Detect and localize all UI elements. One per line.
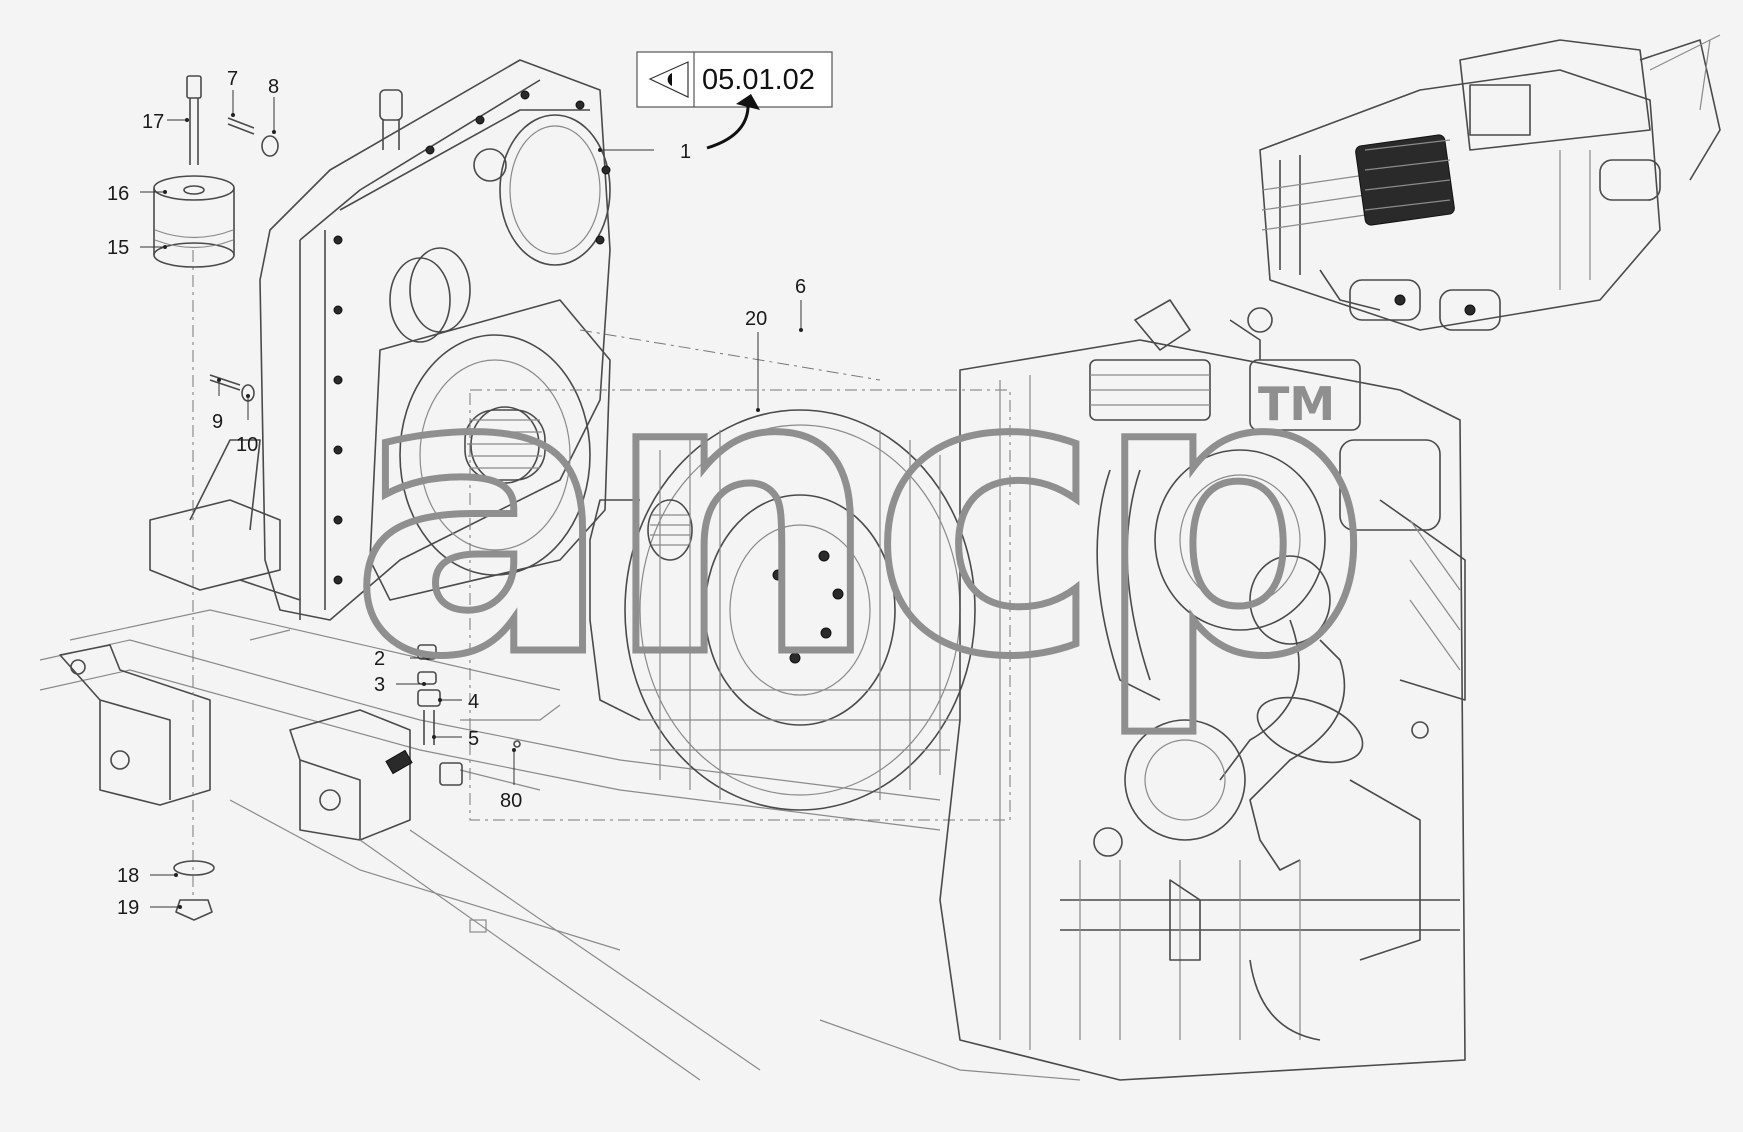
- callout-16: 16: [107, 183, 129, 205]
- reference-tag[interactable]: 05.01.02: [636, 51, 833, 108]
- diesel-engine: [939, 299, 1466, 1081]
- callout-80: 80: [500, 790, 522, 812]
- watermark-text: ancp: [350, 288, 1361, 742]
- callout-6: 6: [795, 276, 806, 298]
- callout-17: 17: [142, 111, 164, 133]
- watermark-trademark: TM: [1258, 377, 1335, 431]
- callout-5: 5: [468, 728, 479, 750]
- flywheel-housing: [469, 329, 1011, 821]
- callout-3: 3: [374, 674, 385, 696]
- watermark: ancp TM: [347, 285, 1375, 746]
- callout-7: 7: [227, 68, 238, 90]
- callout-8: 8: [268, 76, 279, 98]
- callout-4: 4: [468, 691, 479, 713]
- rubber-mount-assembly: [153, 75, 279, 921]
- callout-18: 18: [117, 865, 139, 887]
- reference-arrow: [706, 101, 750, 150]
- transfer-gearbox: [149, 59, 611, 641]
- callout-20: 20: [745, 308, 767, 330]
- reference-arrow-head: [736, 94, 760, 110]
- chassis-frame: [39, 609, 1081, 1081]
- callout-19: 19: [117, 897, 139, 919]
- leader-lines: [140, 90, 803, 909]
- callout-2: 2: [374, 648, 385, 670]
- callout-labels: 1 2 3 4 5 6 7 8 9 10 15 16 17 18 19 20 8…: [107, 68, 806, 919]
- reference-code: 05.01.02: [702, 64, 815, 96]
- machine-overview-thumbnail: [1259, 34, 1721, 331]
- callout-9: 9: [212, 411, 223, 433]
- callout-15: 15: [107, 237, 129, 259]
- callout-1: 1: [680, 141, 691, 163]
- callout-10: 10: [236, 434, 258, 456]
